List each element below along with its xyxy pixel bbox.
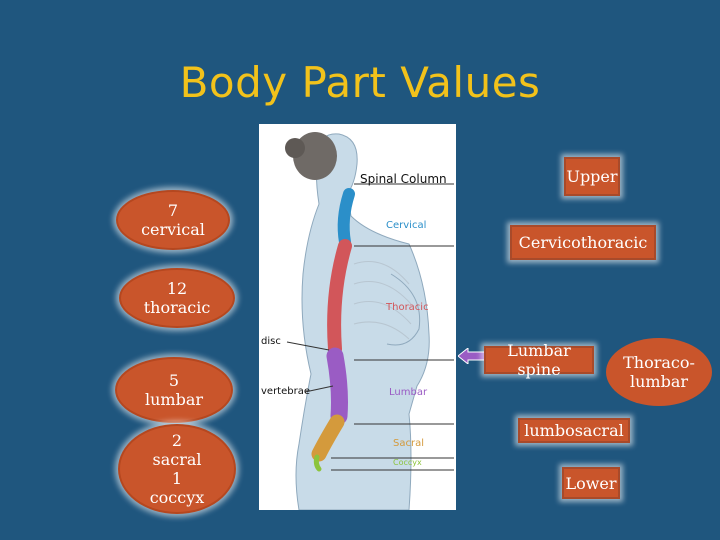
slide-title: Body Part Values: [179, 58, 541, 107]
oval-count: 5: [168, 371, 180, 390]
upper-box: Upper: [564, 157, 620, 196]
cervical-label: Cervical: [386, 220, 427, 231]
oval-label: coccyx: [149, 488, 205, 507]
lower-box: Lower: [562, 467, 620, 499]
thoracolumbar-oval: Thoraco- lumbar: [606, 338, 712, 406]
oval-count: 7: [167, 201, 179, 220]
spinal-column-heading: Spinal Column: [360, 172, 447, 186]
disc-label: disc: [261, 336, 281, 347]
vertebrae-label: vertebrae: [261, 386, 310, 397]
oval-count: 2: [171, 431, 183, 450]
thoracic-label: Thoracic: [386, 302, 429, 313]
sacral-label: Sacral: [393, 438, 424, 449]
oval-count: 12: [166, 279, 188, 298]
spine-figure: [285, 132, 454, 510]
lumbar-label: Lumbar: [389, 387, 428, 398]
oval-count: 1: [171, 469, 183, 488]
lumbar-oval: 5 lumbar: [115, 357, 233, 423]
oval-label: sacral: [152, 450, 202, 469]
oval-label: lumbar: [144, 390, 204, 409]
oval-label: cervical: [141, 220, 205, 239]
coccyx-label: Coccyx: [393, 458, 422, 467]
lumbar-spine-box: Lumbar spine: [484, 341, 594, 379]
thoracolumbar-line2: lumbar: [629, 372, 689, 391]
thoracolumbar-line1: Thoraco-: [623, 353, 695, 372]
lumbosacral-box: lumbosacral: [518, 418, 630, 443]
sacral-coccyx-oval: 2 sacral 1 coccyx: [118, 424, 236, 514]
thoracic-oval: 12 thoracic: [119, 268, 235, 328]
oval-label: thoracic: [143, 298, 211, 317]
spine-illustration: Spinal Column Cervical Thoracic Lumbar S…: [259, 124, 456, 510]
cervical-oval: 7 cervical: [116, 190, 230, 250]
cervicothoracic-box: Cervicothoracic: [510, 225, 656, 260]
arrow-left-icon: [458, 348, 486, 364]
